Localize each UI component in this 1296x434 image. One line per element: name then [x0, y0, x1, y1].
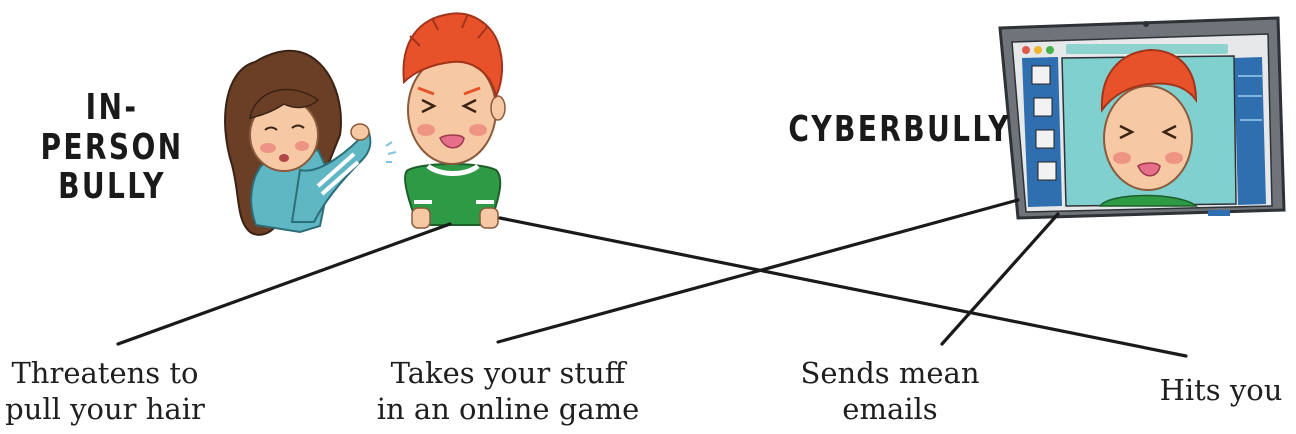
in-person-heading-line-2: BULLY	[58, 166, 166, 208]
in-person-heading-line-1: IN-PERSON	[40, 87, 184, 168]
label-sends-emails: Sends mean emails	[790, 355, 990, 428]
label-threatens-line-1: Threatens to	[11, 356, 199, 390]
label-sends-emails-line-2: emails	[842, 392, 938, 427]
label-takes-stuff: Takes your stuff in an online game	[370, 355, 646, 428]
label-takes-stuff-line-1: Takes your stuff	[390, 356, 626, 390]
girl-figure	[224, 49, 372, 236]
monitor-icon	[998, 16, 1286, 220]
line-inperson-threatens	[116, 222, 452, 346]
boy-figure	[385, 12, 506, 229]
avatar-icon	[1031, 65, 1057, 181]
label-hits: Hits you	[1146, 372, 1296, 408]
label-sends-emails-line-1: Sends mean	[800, 356, 980, 390]
label-hits-text: Hits you	[1159, 373, 1283, 407]
label-threatens: Threatens to pull your hair	[0, 355, 210, 428]
connector-lines	[116, 198, 1188, 358]
line-inperson-hits	[498, 216, 1188, 358]
line-cyber-takes-stuff	[496, 198, 1020, 344]
label-threatens-line-2: pull your hair	[5, 392, 205, 427]
in-person-bully-heading: IN-PERSON BULLY	[34, 88, 190, 207]
line-cyber-emails	[940, 212, 1060, 346]
label-takes-stuff-line-2: in an online game	[376, 392, 640, 427]
cyberbully-heading: CYBERBULLY	[788, 110, 1008, 150]
cyberbully-heading-text: CYBERBULLY	[788, 109, 1011, 150]
